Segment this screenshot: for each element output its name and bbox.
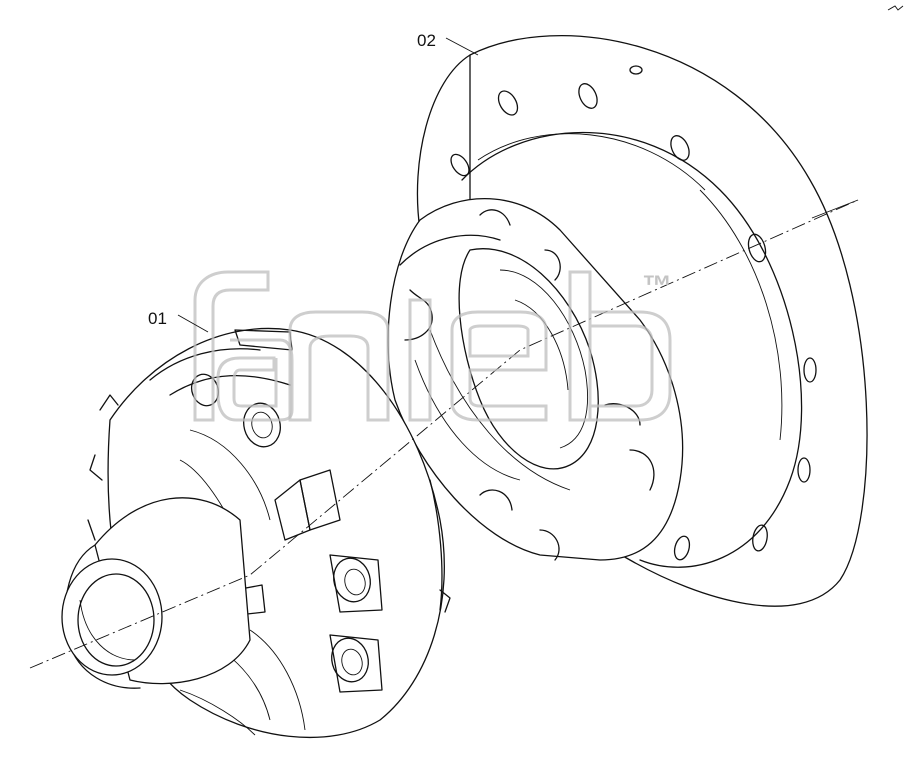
hub-cylinder (387, 197, 684, 561)
flange-face-inner (461, 131, 803, 568)
corner-mark (887, 5, 904, 11)
center-axis (29, 199, 859, 669)
bolt-holes (450, 65, 817, 561)
hub-bore (458, 248, 599, 470)
trademark-symbol: ™ (642, 270, 672, 303)
callout-01-label: 01 (148, 309, 167, 328)
part-01-differential-case[interactable] (61, 327, 451, 739)
case-bore (61, 558, 163, 676)
watermark-logo: ™ (193, 270, 672, 422)
callout-02: 02 (417, 31, 479, 56)
part-02-flange-housing[interactable] (387, 34, 868, 607)
callout-02-label: 02 (417, 31, 436, 50)
flange-outer-edge (416, 54, 471, 231)
callout-01: 01 (148, 309, 209, 333)
